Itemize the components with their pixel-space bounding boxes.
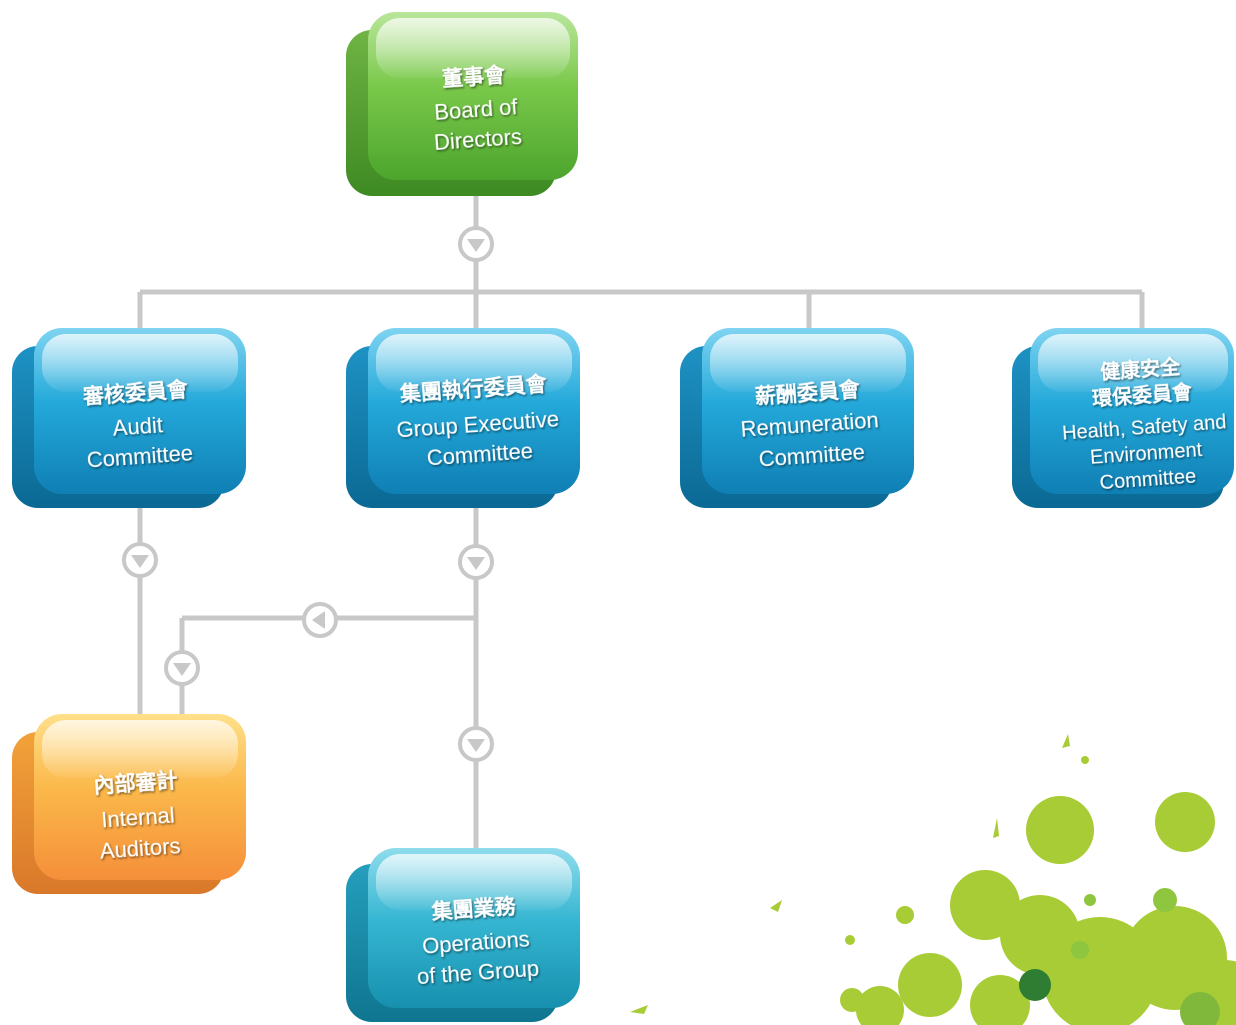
triangle-down-icon xyxy=(458,726,494,762)
internal-en-line1: Internal xyxy=(100,802,175,832)
node-operations-of-the-group: 集團業務 Operations of the Group xyxy=(346,848,580,1022)
connector-lines xyxy=(137,192,1145,858)
board-zh-label: 董事會 xyxy=(441,63,507,91)
triangle-down-icon xyxy=(458,226,494,262)
node-board-of-directors: 董事會 Board of Directors xyxy=(346,12,578,196)
triangle-down-icon xyxy=(164,650,200,686)
internal-en-line2: Auditors xyxy=(99,833,181,864)
board-en-line2: Directors xyxy=(433,124,523,155)
node-group-executive-committee: 集團執行委員會 Group Executive Committee xyxy=(346,328,580,508)
audit-en-line1: Audit xyxy=(112,412,164,440)
node-audit-committee: 審核委員會 Audit Committee xyxy=(12,328,246,508)
triangle-down-icon xyxy=(122,542,158,578)
hse-zh-line1: 健康安全 xyxy=(1099,354,1181,384)
operations-zh-label: 集團業務 xyxy=(430,894,517,924)
triangle-left-icon xyxy=(302,602,338,638)
internal-zh-label: 內部審計 xyxy=(93,768,178,798)
node-internal-auditors: 內部審計 Internal Auditors xyxy=(12,714,246,894)
triangle-down-icon xyxy=(458,544,494,580)
node-remuneration-committee: 薪酬委員會 Remuneration Committee xyxy=(680,328,914,508)
board-en-line1: Board of xyxy=(433,94,519,125)
green-paint-splash xyxy=(630,734,1236,1025)
node-hse-committee: 健康安全 環保委員會 Health, Safety and Environmen… xyxy=(1012,328,1234,508)
